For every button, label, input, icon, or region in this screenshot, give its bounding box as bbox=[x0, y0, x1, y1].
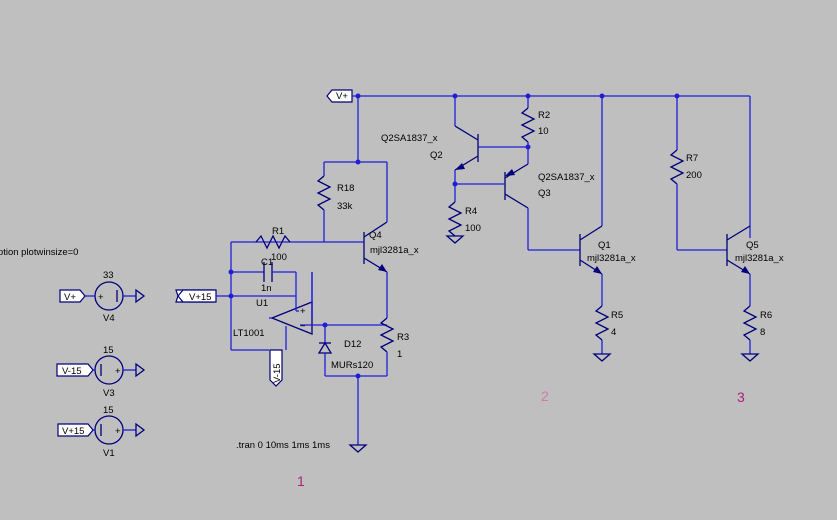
svg-text:V-15: V-15 bbox=[62, 366, 82, 377]
voltage-source-v3[interactable]: 15 + V3 bbox=[93, 345, 146, 399]
svg-text:100: 100 bbox=[271, 252, 287, 263]
svg-text:V+: V+ bbox=[64, 292, 76, 303]
svg-text:D12: D12 bbox=[344, 339, 361, 350]
resistor-r4[interactable]: R4 100 bbox=[447, 201, 481, 237]
net-flag-vplus-top[interactable]: V+ bbox=[326, 89, 353, 103]
svg-text:V+15: V+15 bbox=[62, 426, 84, 437]
v3-name: V3 bbox=[103, 388, 115, 399]
svg-text:LT1001: LT1001 bbox=[233, 328, 265, 339]
svg-text:R3: R3 bbox=[397, 332, 409, 343]
capacitor-c1[interactable]: C1 1n bbox=[231, 257, 297, 296]
plotwinsize-directive[interactable]: .option plotwinsize=0 bbox=[0, 247, 78, 258]
voltage-source-v1[interactable]: 15 + V1 bbox=[93, 405, 146, 459]
svg-text:R2: R2 bbox=[538, 110, 550, 121]
svg-text:V+15: V+15 bbox=[189, 292, 211, 303]
ground-symbol-r4 bbox=[445, 235, 465, 244]
svg-text:10: 10 bbox=[538, 126, 549, 137]
svg-text:R1: R1 bbox=[272, 226, 284, 237]
ground-symbol-1 bbox=[348, 444, 368, 453]
resistor-r2[interactable]: R2 10 bbox=[520, 96, 550, 164]
svg-text:Q2SA1837_x: Q2SA1837_x bbox=[381, 133, 438, 144]
net-flag-vminus15-opamp[interactable]: V-15 bbox=[269, 349, 283, 387]
svg-text:4: 4 bbox=[611, 327, 616, 338]
svg-text:R6: R6 bbox=[760, 310, 772, 321]
svg-text:Q3: Q3 bbox=[538, 188, 551, 199]
resistor-r7[interactable]: R7 200 bbox=[669, 96, 727, 251]
svg-text:−: − bbox=[300, 321, 306, 332]
net-flag-vplus15-input[interactable]: V+15 bbox=[175, 289, 231, 303]
resistor-r5[interactable]: R5 4 bbox=[594, 305, 623, 354]
resistor-r18[interactable]: R18 33k bbox=[316, 162, 354, 242]
svg-text:33k: 33k bbox=[337, 201, 353, 212]
transistor-q5[interactable]: Q5 mjl3281a_x bbox=[726, 225, 784, 306]
svg-text:1n: 1n bbox=[261, 283, 272, 294]
section-label-2: 2 bbox=[541, 388, 549, 404]
v3-value: 15 bbox=[103, 345, 114, 356]
resistor-r3[interactable]: R3 1 bbox=[325, 317, 409, 445]
v1-value: 15 bbox=[103, 405, 114, 416]
svg-text:V-15: V-15 bbox=[272, 363, 283, 383]
v4-value: 33 bbox=[103, 270, 114, 281]
v1-name: V1 bbox=[103, 448, 115, 459]
svg-text:Q4: Q4 bbox=[369, 230, 382, 241]
svg-text:C1: C1 bbox=[261, 257, 273, 268]
v4-name: V4 bbox=[103, 313, 115, 324]
svg-text:R4: R4 bbox=[465, 206, 477, 217]
svg-text:100: 100 bbox=[465, 223, 481, 234]
svg-text:Q2: Q2 bbox=[430, 150, 443, 161]
net-flag-v3[interactable]: V-15 bbox=[56, 363, 94, 377]
transistor-q2[interactable]: Q2SA1837_x Q2 bbox=[381, 96, 528, 202]
diode-d12[interactable]: D12 MURs120 bbox=[317, 325, 373, 376]
svg-text:mjl3281a_x: mjl3281a_x bbox=[370, 245, 419, 256]
svg-text:R18: R18 bbox=[337, 183, 354, 194]
svg-text:mjl3281a_x: mjl3281a_x bbox=[735, 253, 784, 264]
transistor-q3[interactable]: Q2SA1837_x Q3 bbox=[455, 163, 595, 251]
svg-text:Q2SA1837_x: Q2SA1837_x bbox=[538, 172, 595, 183]
svg-text:8: 8 bbox=[760, 327, 765, 338]
resistor-r6[interactable]: R6 8 bbox=[742, 305, 772, 354]
svg-text:Q1: Q1 bbox=[598, 240, 611, 251]
transistor-q4[interactable]: Q4 mjl3281a_x bbox=[363, 162, 419, 318]
svg-text:MURs120: MURs120 bbox=[331, 360, 373, 371]
voltage-source-v4[interactable]: 33 + V4 bbox=[84, 270, 146, 324]
ground-symbol-r5 bbox=[592, 353, 612, 362]
svg-text:R7: R7 bbox=[686, 153, 698, 164]
opamp-u1[interactable]: + − U1 LT1001 bbox=[231, 272, 387, 351]
svg-text:U1: U1 bbox=[256, 298, 268, 309]
svg-text:+: + bbox=[98, 292, 104, 303]
net-flag-v4[interactable]: V+ bbox=[59, 289, 86, 303]
svg-text:V+: V+ bbox=[336, 91, 348, 102]
svg-text:200: 200 bbox=[686, 170, 702, 181]
svg-text:+: + bbox=[115, 366, 121, 377]
svg-text:R5: R5 bbox=[611, 310, 623, 321]
section-label-3: 3 bbox=[737, 389, 745, 405]
section-label-1: 1 bbox=[297, 473, 305, 489]
net-flag-v1[interactable]: V+15 bbox=[57, 423, 94, 437]
ground-symbol-r6 bbox=[740, 353, 760, 362]
svg-text:mjl3281a_x: mjl3281a_x bbox=[587, 253, 636, 264]
transistor-q1[interactable]: Q1 mjl3281a_x bbox=[579, 96, 636, 306]
svg-text:Q5: Q5 bbox=[746, 240, 759, 251]
svg-text:+: + bbox=[300, 306, 306, 317]
tran-directive[interactable]: .tran 0 10ms 1ms 1ms bbox=[236, 440, 330, 451]
svg-text:1: 1 bbox=[397, 349, 402, 360]
rail-wires bbox=[324, 95, 751, 238]
svg-text:+: + bbox=[115, 426, 121, 437]
